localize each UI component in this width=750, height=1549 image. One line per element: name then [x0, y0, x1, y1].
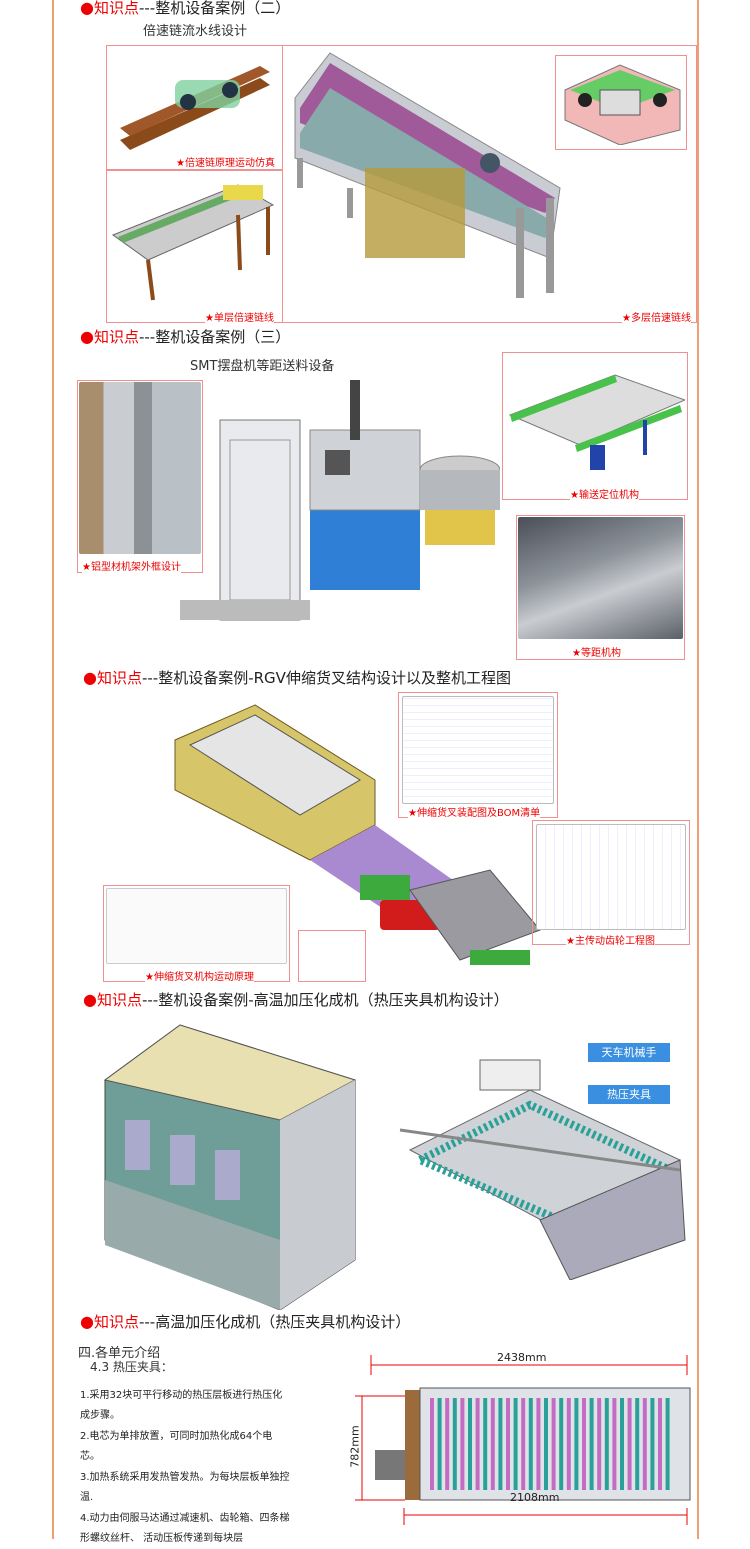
- figure-caption: ★单层倍速链线: [205, 309, 274, 324]
- description-item: 1.采用32块可平行移动的热压层板进行热压化成步骤。: [80, 1390, 283, 1421]
- press-plate: [665, 1398, 670, 1490]
- unit-section-title: 四.各单元介绍: [78, 1346, 161, 1361]
- figure-caption: ★伸缩货叉装配图及BOM清单: [408, 804, 541, 819]
- conveyor-positioning-image: [505, 360, 687, 480]
- press-plate: [544, 1398, 548, 1490]
- multi-chain-image: [290, 48, 565, 308]
- press-plate: [475, 1398, 480, 1490]
- press-plate: [490, 1398, 495, 1490]
- press-plate: [528, 1398, 533, 1490]
- figure-caption: ★多层倍速链线: [622, 309, 691, 324]
- press-plate: [589, 1398, 594, 1490]
- press-plate: [483, 1398, 488, 1490]
- figure-frame: [555, 55, 687, 150]
- section-heading: ●知识点---整机设备案例-RGV伸缩货叉结构设计以及整机工程图: [83, 668, 511, 687]
- press-plate: [658, 1398, 662, 1490]
- aluminum-frame-photo: [79, 382, 201, 554]
- figure-caption: ★输送定位机构: [570, 486, 639, 501]
- figure-caption: ★主传动齿轮工程图: [566, 932, 655, 947]
- figure-caption: ★等距机构: [572, 644, 621, 659]
- figure-frame: [298, 930, 366, 982]
- callout-crane-manipulator: 天车机械手: [588, 1043, 670, 1062]
- formation-machine-image: [95, 1020, 365, 1311]
- press-plate: [627, 1398, 632, 1490]
- unit-subsection-title: 4.3 热压夹具：: [90, 1360, 173, 1374]
- single-chain-image: [108, 175, 278, 305]
- section-heading: ●知识点---高温加压化成机（热压夹具机构设计）: [80, 1312, 411, 1331]
- press-plate: [468, 1398, 472, 1490]
- rgv-fork-image: [170, 700, 560, 975]
- figure-frame: [106, 170, 283, 323]
- press-plate: [597, 1398, 602, 1490]
- figure-frame: [106, 45, 283, 170]
- press-plate: [551, 1398, 556, 1490]
- smt-machine-image: [180, 370, 501, 640]
- press-plate: [582, 1398, 586, 1490]
- press-plate: [452, 1398, 457, 1490]
- fork-assembly-drawing: [402, 696, 554, 804]
- dimension-width-total: 2438mm: [497, 1351, 547, 1364]
- press-plate: [513, 1398, 518, 1490]
- dimension-width-inner: 2108mm: [510, 1491, 560, 1504]
- section-heading: ●知识点---整机设备案例-高温加压化成机（热压夹具机构设计）: [83, 990, 509, 1009]
- section-subtitle: 倍速链流水线设计: [143, 24, 248, 39]
- figure-frame: [516, 515, 685, 660]
- pitch-mechanism-photo: [518, 517, 683, 639]
- figure-caption: ★伸缩货叉机构运动原理: [145, 968, 254, 983]
- press-plate: [430, 1398, 434, 1490]
- section-heading: ●知识点---整机设备案例（三）: [80, 327, 291, 346]
- chain-sim-image: [120, 60, 270, 150]
- press-plate: [559, 1398, 564, 1490]
- fork-motion-diagram: [106, 888, 287, 964]
- press-plate: [612, 1398, 617, 1490]
- press-plate: [604, 1398, 609, 1490]
- gear-drawing: [536, 824, 686, 930]
- press-plate: [536, 1398, 541, 1490]
- press-plate: [566, 1398, 571, 1490]
- fixture-top-view-drawing: [355, 1350, 700, 1535]
- press-plate: [460, 1398, 465, 1490]
- description-item: 4.动力由伺服马达通过减速机、齿轮箱、四条梯形螺纹丝杆、 活动压板传递到每块层: [80, 1513, 290, 1544]
- description-item: 2.电芯为单排放置，可同时加热化成64个电芯。: [80, 1431, 273, 1462]
- callout-hot-press-fixture: 热压夹具: [588, 1085, 670, 1104]
- figure-caption: ★倍速链原理运动仿真: [176, 154, 275, 169]
- right-border: [697, 0, 699, 1539]
- press-plate: [445, 1398, 450, 1490]
- press-plate: [498, 1398, 503, 1490]
- figure-caption: ★铝型材机架外框设计: [82, 558, 181, 573]
- press-plate: [506, 1398, 510, 1490]
- crane-fixture-image: [380, 1050, 690, 1281]
- left-border: [52, 0, 54, 1539]
- section-heading: ●知识点---整机设备案例（二）: [80, 0, 291, 17]
- description-item: 3.加热系统采用发热管发热。为每块层板单独控温.: [80, 1472, 290, 1503]
- section-subtitle: SMT摆盘机等距送料设备: [190, 359, 335, 374]
- press-plate: [620, 1398, 624, 1490]
- press-plate: [437, 1398, 442, 1490]
- press-plate: [650, 1398, 655, 1490]
- press-plate: [574, 1398, 579, 1490]
- press-plate: [642, 1398, 647, 1490]
- dimension-height: 782mm: [348, 1425, 362, 1468]
- press-plate: [635, 1398, 640, 1490]
- press-plate: [521, 1398, 526, 1490]
- multi-chain-detail-image: [560, 60, 682, 146]
